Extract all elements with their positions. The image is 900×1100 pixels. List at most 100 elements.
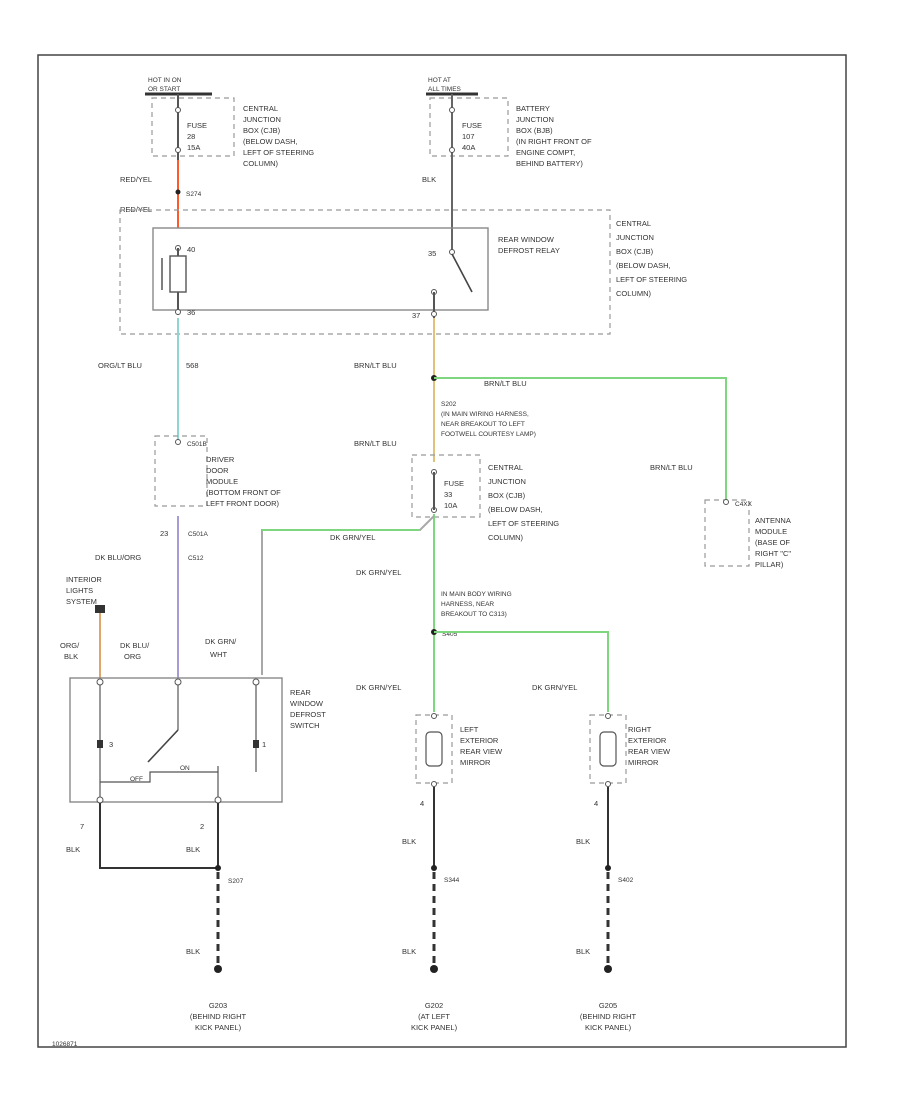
wire-label-blk-a: BLK [66,845,80,854]
cjb-loc-line-2: BOX (CJB) [243,126,281,135]
fuse-33-label: FUSE [444,479,464,488]
fuse-28-box [151,97,235,157]
left-mirror-pin-bottom [431,781,437,787]
antenna-module: C4XX ANTENNA MODULE (BASE OF RIGHT "C" P… [704,499,791,569]
bjb-loc-line-0: BATTERY [516,104,550,113]
antenna-line-1: MODULE [755,527,787,536]
cjb-loc-line-5: COLUMN) [243,159,279,168]
antenna-line-0: ANTENNA [755,516,791,525]
wire-brn-ltblu-antenna [434,377,727,500]
wire-label-dk-grn-yel-d: DK GRN/YEL [532,683,577,692]
fuse-107-number: 107 [462,132,475,141]
wire-label-dk-grn-wht: DK GRN/ [205,637,237,646]
antenna-line-3: RIGHT "C" [755,549,791,558]
left-mirror-box [415,714,453,784]
interior-lights-line-0: INTERIOR [66,575,102,584]
switch-pin-2 [214,796,222,804]
fuse-28-pin-bottom [175,147,181,153]
relay-pin-35 [449,249,455,255]
switch-pin-7 [96,796,104,804]
wire-label-red-yel: RED/YEL [120,175,152,184]
wire-label-dk-grn-yel-a: DK GRN/YEL [330,533,375,542]
fuse-33-loc-1: JUNCTION [488,477,526,486]
hot-in-on-label2: OR START [148,86,180,93]
switch-pin-c [252,678,260,686]
wire-label-org: ORG/ [60,641,80,650]
left-mirror-line-2: REAR VIEW [460,747,503,756]
switch-name-2: DEFROST [290,710,326,719]
antenna-module-box [704,499,750,567]
relay-loc-line-3: (BELOW DASH, [616,261,671,270]
interior-lights-line-2: SYSTEM [66,597,97,606]
relay-pin-37 [431,311,437,317]
bjb-loc-line-5: BEHIND BATTERY) [516,159,583,168]
ground-g202-symbol [430,965,438,973]
s202-line-3: FOOTWELL COURTESY LAMP) [441,431,536,438]
s202-line-1: (IN MAIN WIRING HARNESS, [441,411,529,418]
diagram-frame [37,54,847,1048]
switch-internal-path [100,771,219,800]
fuse-33-loc-5: COLUMN) [488,533,524,542]
door-module-connector: C501B [187,441,207,448]
antenna-line-2: (BASE OF [755,538,790,547]
cjb-loc-line-0: CENTRAL [243,104,278,113]
splice-s405-label: S405 [442,631,458,638]
left-mirror: LEFT EXTERIOR REAR VIEW MIRROR [415,713,503,787]
relay-pin-35-label: 35 [428,249,436,258]
wire-label-red-yel-2: RED/YEL [120,205,152,214]
door-module-line-0: DRIVER [206,455,235,464]
relay-solid-box [152,227,489,311]
wire-blk-switch-left [99,803,218,869]
ground-g205-line-2: KICK PANEL) [585,1023,632,1032]
s405-line-0: IN MAIN BODY WIRING [441,591,512,598]
wire-dk-grn-yel-right-mirror [434,631,609,712]
relay-pin-37-label: 37 [412,311,420,320]
switch-box [69,677,283,803]
ground-g203-line-1: (BEHIND RIGHT [190,1012,247,1021]
connector-c501a: C501A [188,531,209,538]
fuse-33-loc-3: (BELOW DASH, [488,505,543,514]
splice-s207 [215,865,221,871]
pin-2-label: 2 [200,822,204,831]
connector-c512: C512 [188,555,204,562]
splice-s344 [431,865,437,871]
antenna-module-pin [723,499,729,505]
hot-at-label: HOT AT [428,77,451,84]
switch-name-3: SWITCH [290,721,320,730]
wire-label-blk-f: BLK [402,947,416,956]
splice-s402 [605,865,611,871]
hot-at-label2: ALL TIMES [428,86,462,93]
right-mirror-pin-bottom [605,781,611,787]
fuse-107-block: HOT AT ALL TIMES FUSE 107 40A BATTERY JU… [422,77,592,250]
wire-label-brn-ltblu-b: BRN/LT BLU [484,379,527,388]
cjb-loc-line-4: LEFT OF STEERING [243,148,314,157]
switch-on-label: ON [180,765,190,772]
fuse-107-box [429,97,509,157]
splice-s274 [175,189,181,195]
relay-block: 40 36 35 37 REAR WINDOW DEFROST RELAY CE… [119,209,687,335]
switch-indicator-c [253,740,259,748]
wire-label-dk-blu-2: ORG [124,652,141,661]
door-module-box [154,435,208,507]
wire-label-dk-blu-org: DK BLU/ORG [95,553,141,562]
right-mirror-line-3: MIRROR [628,758,659,767]
bjb-loc-line-1: JUNCTION [516,115,554,124]
splice-s344-label: S344 [444,877,460,884]
wire-label-blk-g: BLK [576,947,590,956]
relay-name-line-0: REAR WINDOW [498,235,555,244]
antenna-connector: C4XX [735,501,753,508]
door-module-line-4: LEFT FRONT DOOR) [206,499,280,508]
relay-coil [169,255,187,293]
fuse-33-loc-2: BOX (CJB) [488,491,526,500]
door-module-pin [175,439,181,445]
wire-label-blk-e: BLK [576,837,590,846]
right-mirror-box [589,714,627,784]
antenna-line-4: PILLAR) [755,560,784,569]
left-mirror-line-3: MIRROR [460,758,491,767]
relay-name-line-1: DEFROST RELAY [498,246,560,255]
right-mirror-line-1: EXTERIOR [628,736,667,745]
switch-pin-3: 3 [109,740,113,749]
right-mirror-pin-top [605,713,611,719]
s202-line-0: S202 [441,401,457,408]
